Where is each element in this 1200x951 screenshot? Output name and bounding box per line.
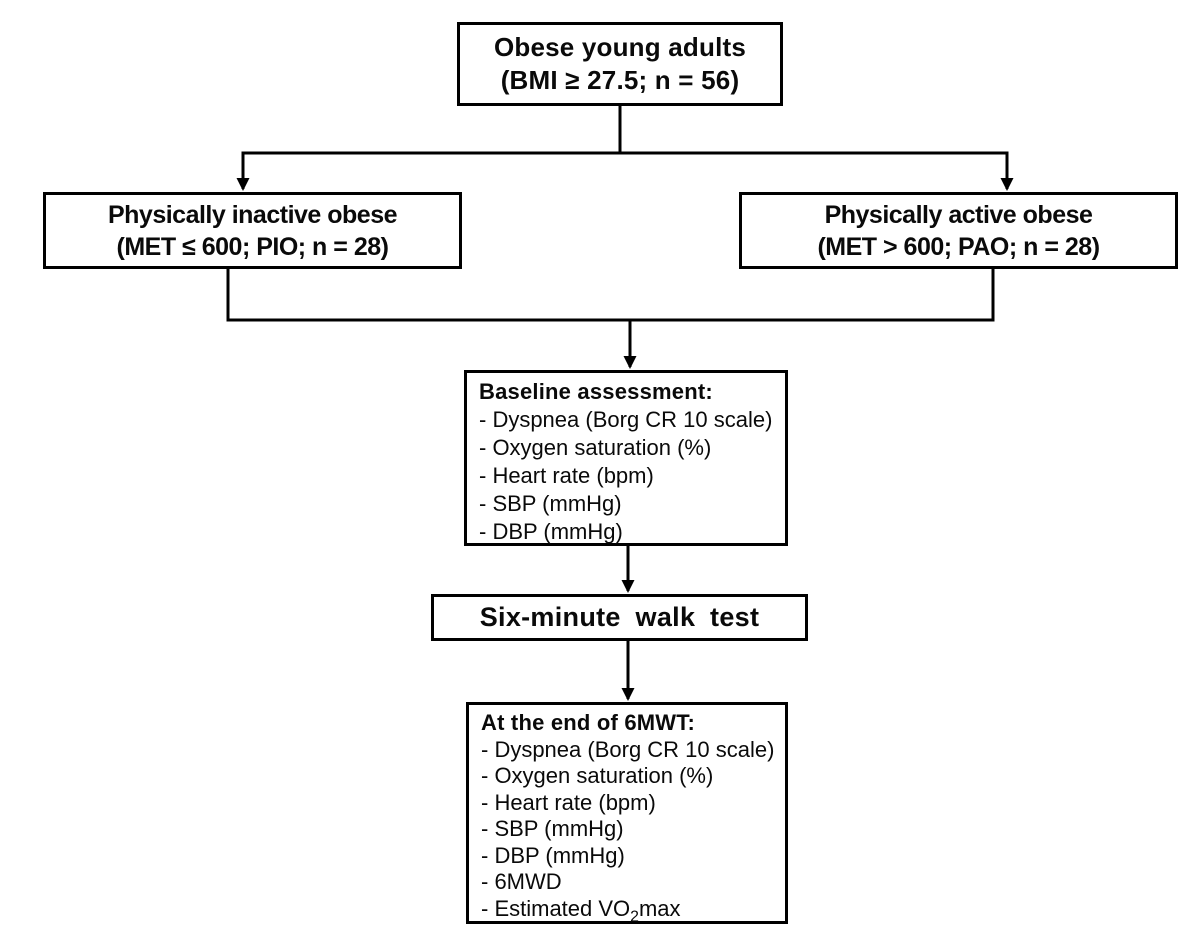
list-item: - Dyspnea (Borg CR 10 scale)	[479, 407, 773, 432]
node-active-line2: (MET > 600; PAO; n = 28)	[817, 232, 1100, 261]
list-item: - 6MWD	[481, 869, 562, 894]
walk-test-label: Six-minute walk test	[479, 602, 760, 632]
node-active-line1: Physically active obese	[824, 200, 1093, 229]
vo2-suffix: max	[638, 895, 681, 921]
list-item: - DBP (mmHg)	[481, 842, 625, 868]
node-end-of-6mwt: At the end of 6MWT: - Dyspnea (Borg CR 1…	[466, 702, 788, 924]
list-item: - DBP (mmHg)	[479, 519, 623, 544]
list-item: - Dyspnea (Borg CR 10 scale)	[481, 736, 775, 762]
list-item: - SBP (mmHg)	[481, 816, 624, 841]
vo2-subscript: 2	[630, 907, 639, 925]
list-item: - Heart rate (bpm)	[479, 463, 654, 488]
list-item: - Oxygen saturation (%)	[481, 763, 714, 788]
node-physically-active-obese: Physically active obese (MET > 600; PAO;…	[739, 192, 1178, 269]
node-obese-line1: Obese young adults	[493, 32, 747, 62]
node-obese-line2: (BMI ≥ 27.5; n = 56)	[500, 65, 740, 95]
node-inactive-line1: Physically inactive obese	[107, 200, 398, 229]
list-item-vo2max: - Estimated VO2max	[481, 895, 775, 925]
vo2-prefix: - Estimated VO	[481, 895, 631, 921]
baseline-title: Baseline assessment:	[479, 379, 713, 404]
node-six-minute-walk-test: Six-minute walk test	[431, 594, 808, 641]
node-baseline-assessment: Baseline assessment: - Dyspnea (Borg CR …	[464, 370, 788, 546]
list-item: - Oxygen saturation (%)	[479, 435, 712, 460]
list-item: - Heart rate (bpm)	[481, 789, 656, 815]
node-obese-young-adults: Obese young adults (BMI ≥ 27.5; n = 56)	[457, 22, 783, 106]
end-box-title: At the end of 6MWT:	[481, 710, 695, 735]
node-physically-inactive-obese: Physically inactive obese (MET ≤ 600; PI…	[43, 192, 462, 269]
list-item: - SBP (mmHg)	[479, 491, 622, 516]
node-inactive-line2: (MET ≤ 600; PIO; n = 28)	[116, 232, 389, 261]
